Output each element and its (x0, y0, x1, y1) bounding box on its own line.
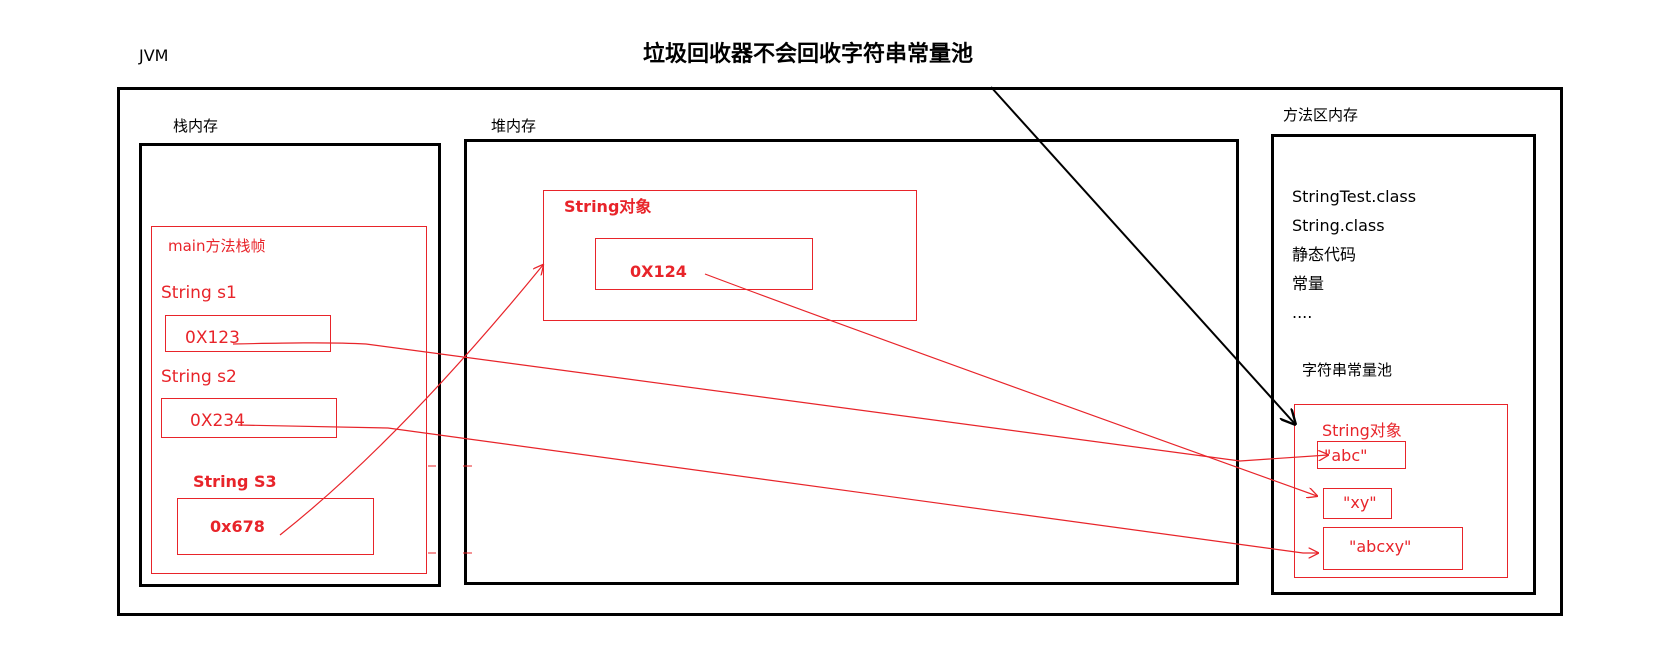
jvm-label: JVM (139, 46, 169, 65)
pool-value-xy: "xy" (1343, 493, 1377, 512)
pool-object-label: String对象 (1322, 421, 1402, 440)
heap-object-value: 0X124 (630, 262, 687, 281)
heap-object-value-box (595, 238, 813, 290)
pool-value-abc: "abc" (1324, 446, 1368, 465)
s1-label: String s1 (161, 283, 237, 303)
pool-value-abcxy-box (1323, 527, 1463, 570)
s3-value-box (177, 498, 374, 555)
heap-object-label: String对象 (564, 197, 652, 216)
method-area-label: 方法区内存 (1283, 106, 1359, 124)
method-area-item-string-class: String.class (1292, 216, 1385, 235)
s3-label: String S3 (193, 472, 277, 491)
heap-memory-label: 堆内存 (491, 117, 537, 135)
pool-value-abcxy: "abcxy" (1349, 537, 1412, 556)
s2-value-box (161, 398, 337, 438)
s2-value: 0X234 (190, 411, 245, 431)
pool-value-xy-box (1323, 488, 1392, 519)
method-area-item-class: StringTest.class (1292, 187, 1417, 206)
method-area-item-constants: 常量 (1292, 274, 1325, 293)
diagram-title: 垃圾回收器不会回收字符串常量池 (643, 42, 974, 67)
string-pool-label: 字符串常量池 (1302, 361, 1393, 379)
main-frame-label: main方法栈帧 (168, 237, 266, 255)
s2-label: String s2 (161, 367, 237, 387)
s3-value: 0x678 (210, 517, 265, 536)
method-area-item-more: .... (1292, 303, 1313, 322)
method-area-item-static-code: 静态代码 (1292, 245, 1357, 264)
stack-memory-label: 栈内存 (173, 117, 219, 135)
jvm-box (117, 87, 1563, 616)
s1-value: 0X123 (185, 328, 240, 348)
